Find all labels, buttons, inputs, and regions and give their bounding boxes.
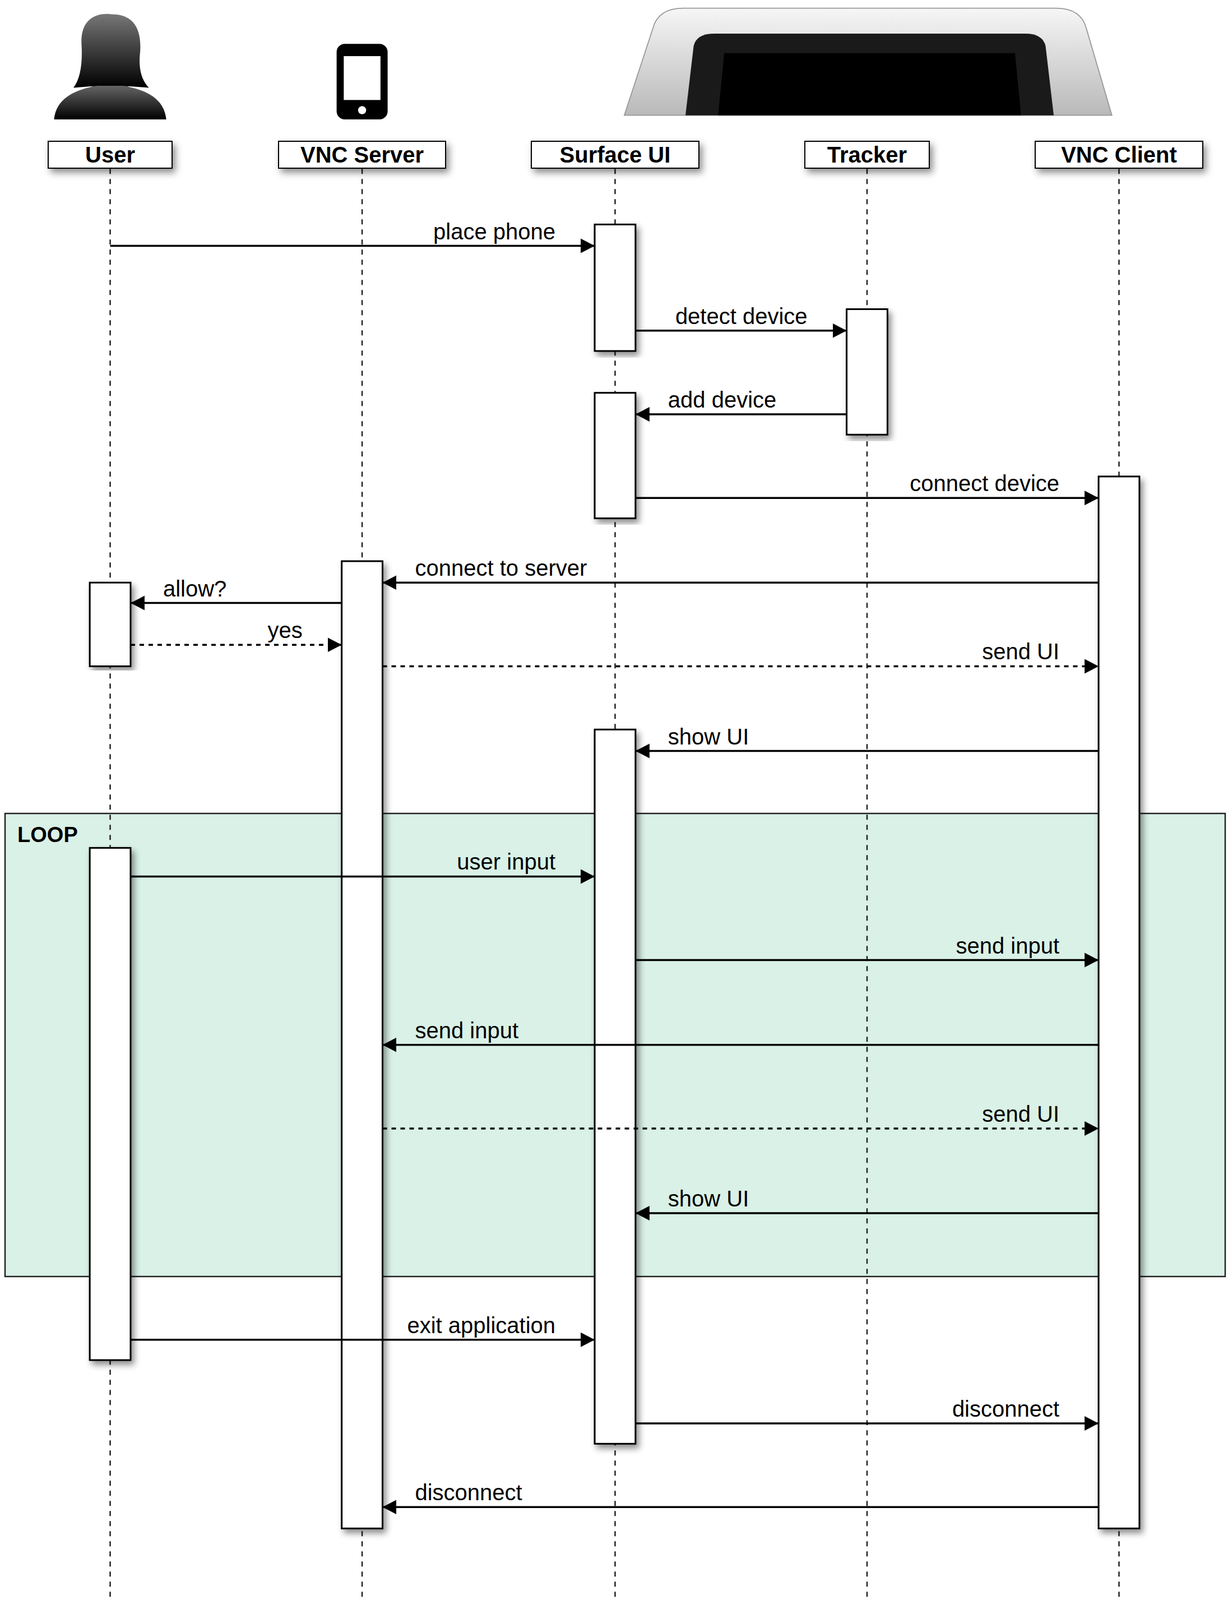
message-label: send UI xyxy=(981,1101,1060,1126)
activation-bar xyxy=(89,582,131,666)
message-arrow xyxy=(130,875,595,878)
activation-bar xyxy=(341,561,383,1528)
message-label: user input xyxy=(456,849,556,874)
message-label: send input xyxy=(414,1017,519,1043)
activation-bar xyxy=(594,729,636,1444)
participant-name: VNC Server xyxy=(293,141,431,168)
loop-label: LOOP xyxy=(17,822,78,847)
participant-box: User xyxy=(47,140,174,169)
message-label: add device xyxy=(668,387,777,412)
participant-box: VNC Server xyxy=(277,140,447,169)
icons xyxy=(53,8,1112,120)
message-arrow xyxy=(382,581,1099,584)
messages xyxy=(110,246,1100,1508)
message-arrow xyxy=(130,643,342,646)
message-label: allow? xyxy=(163,576,227,601)
participant-name: Surface UI xyxy=(553,141,678,168)
participant-name: VNC Client xyxy=(1054,141,1184,168)
activation-bar xyxy=(89,847,131,1360)
message-label: place phone xyxy=(433,219,556,244)
message-arrow xyxy=(382,1505,1099,1508)
message-arrow xyxy=(635,958,1099,962)
participant-box: VNC Client xyxy=(1034,140,1203,169)
activation-bar xyxy=(1098,476,1140,1528)
participant-name: Tracker xyxy=(820,141,914,168)
activation-bar xyxy=(594,224,636,351)
activation-bar xyxy=(594,392,636,519)
message-label: detect device xyxy=(675,303,808,329)
message-arrow xyxy=(635,1211,1099,1214)
phone-icon xyxy=(336,43,388,120)
message-label: yes xyxy=(267,617,303,643)
message-arrow xyxy=(635,413,847,416)
message-label: show UI xyxy=(668,1185,750,1211)
message-arrow xyxy=(635,329,847,332)
message-label: disconnect xyxy=(952,1396,1060,1421)
lifelines xyxy=(110,168,1120,1600)
message-label: disconnect xyxy=(414,1479,522,1505)
message-arrow xyxy=(635,1421,1099,1425)
activation-bars xyxy=(89,224,1140,1528)
participant-name: User xyxy=(78,141,142,168)
message-label: show UI xyxy=(668,724,750,749)
loop-band: LOOP xyxy=(5,813,1226,1277)
message-arrow xyxy=(635,496,1099,499)
message-label: send UI xyxy=(981,638,1060,664)
message-label: connect to server xyxy=(414,555,587,581)
message-label: connect device xyxy=(909,470,1060,496)
message-arrow xyxy=(130,1338,595,1341)
participant-box: Tracker xyxy=(804,140,930,169)
message-arrow xyxy=(382,1127,1099,1130)
participant-box: Surface UI xyxy=(530,140,699,169)
user-icon xyxy=(53,14,166,120)
surface-device-icon xyxy=(624,8,1112,116)
message-arrow xyxy=(635,749,1099,753)
message-arrow xyxy=(130,601,342,605)
activation-bar xyxy=(846,308,888,435)
message-arrow xyxy=(382,665,1099,668)
message-arrow xyxy=(110,244,595,248)
message-arrow xyxy=(382,1043,1099,1046)
message-label: send input xyxy=(956,933,1060,958)
message-label: exit application xyxy=(406,1312,556,1338)
